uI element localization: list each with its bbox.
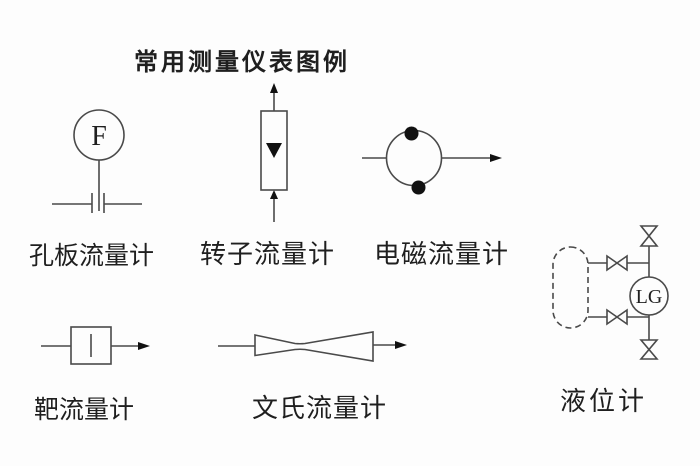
outlet-arrowhead (270, 83, 278, 93)
target-flowmeter-symbol (41, 326, 150, 365)
diagram-title: 常用测量仪表图例 (134, 50, 350, 76)
rotameter-symbol (260, 83, 288, 222)
orifice-flowmeter-symbol: F (52, 109, 142, 213)
float-triangle (266, 143, 282, 158)
inlet-arrowhead (270, 190, 278, 199)
venturi-tube (254, 331, 374, 362)
electromagnetic-flowmeter-symbol (362, 126, 502, 195)
label-rotameter: 转子流量计 (200, 240, 336, 269)
flow-arrowhead (395, 341, 407, 349)
drain-valve-bottom (639, 339, 659, 360)
vessel-dashed (552, 246, 589, 329)
venturi-flowmeter-symbol (218, 331, 407, 362)
level-gauge-symbol: LG (552, 225, 669, 360)
flow-arrowhead (138, 342, 150, 350)
upper-isolation-valve (606, 254, 628, 272)
label-level-gauge: 液位计 (560, 387, 648, 416)
electrode-top (404, 126, 419, 141)
label-orifice-flowmeter: 孔板流量计 (29, 243, 155, 270)
instrument-letters-lg: LG (636, 286, 663, 308)
orifice-plate-bars (91, 193, 105, 213)
vent-valve-top (639, 225, 659, 247)
label-target-flowmeter: 靶流量计 (34, 397, 135, 424)
label-venturi-flowmeter: 文氏流量计 (252, 394, 388, 423)
flow-arrowhead (490, 154, 502, 162)
label-electromagnetic-flowmeter: 电磁流量计 (374, 240, 510, 269)
electrode-bottom (411, 180, 426, 195)
instrument-letter-f: F (91, 121, 107, 152)
lower-isolation-valve (606, 308, 628, 326)
gauge-bubble (629, 276, 669, 316)
